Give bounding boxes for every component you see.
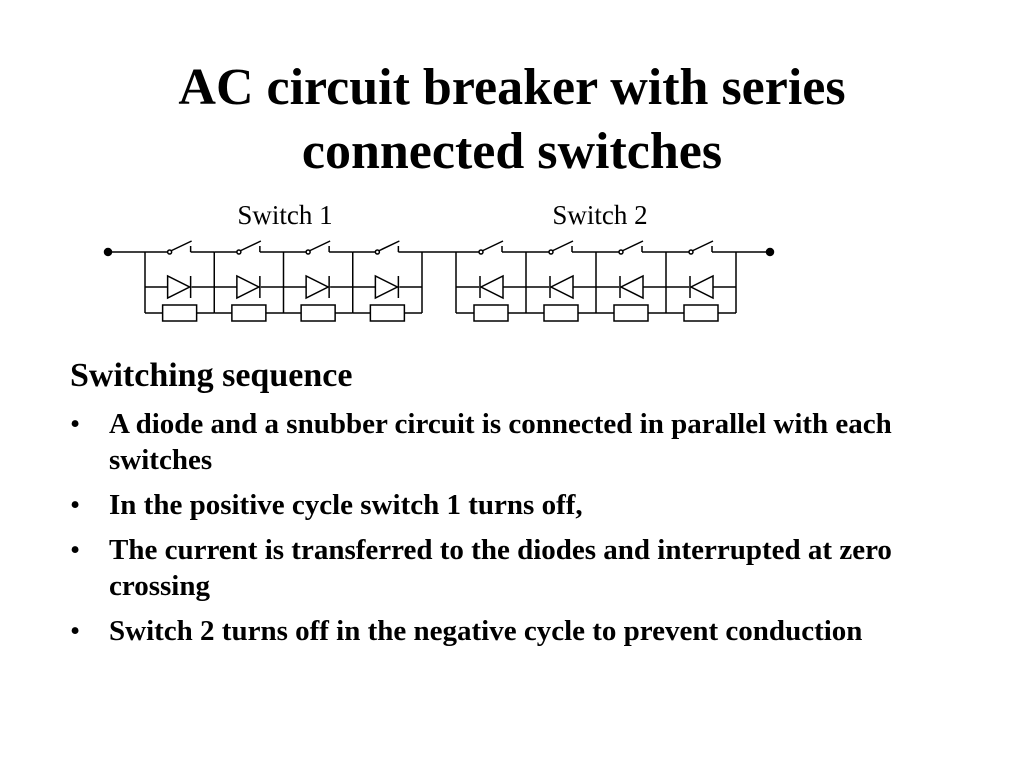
switch-2-contact-blade [621,240,644,252]
switch-2-contact-blade [551,240,574,252]
switch-2-diode-3 [619,274,644,300]
switch-2-contact-blade [691,240,714,252]
bullet-item-3: • The current is transferred to the diod… [70,532,970,604]
switch-2-diode-4 [689,274,714,300]
bullet-marker: • [70,534,81,566]
title-line-2: connected switches [301,123,723,180]
bullet-item-4: • Switch 2 turns off in the negative cyc… [70,613,970,649]
circuit-diagram-svg: Switch 1 Switch 2 [103,200,775,322]
circuit-diagram: Switch 1 Switch 2 [0,190,1024,330]
bullet-text: A diode and a snubber circuit is connect… [109,408,892,476]
bullet-marker: • [70,615,81,647]
bullet-text: The current is transferred to the diodes… [109,534,892,602]
switch-2-contact-blade [481,240,504,252]
bullet-text: In the positive cycle switch 1 turns off… [109,489,583,521]
switch-1-label: Switch 1 [237,200,332,230]
switch-1-contact-blade [239,240,262,252]
switch-2-label: Switch 2 [552,200,647,230]
switch-1-contact-blade [378,240,400,252]
switch-1-resistor-2 [231,304,267,322]
switch-2-resistor-3 [613,304,649,322]
switch-1-contact-blade [308,240,331,252]
title-line-1: AC circuit breaker with series [178,59,846,116]
switch-2-diode-1 [479,274,504,300]
bullet-item-1: • A diode and a snubber circuit is conne… [70,406,970,478]
switch-1-diode-1 [166,274,192,300]
switch-2-resistor-4 [683,304,719,322]
slide-title: AC circuit breaker with series connected… [0,56,1024,184]
switch-1-diode-3 [305,274,330,300]
switch-2-resistor-2 [543,304,579,322]
bullet-marker: • [70,489,81,521]
switch-2-resistor-1 [473,304,509,322]
bullet-text: Switch 2 turns off in the negative cycle… [109,615,863,647]
switch-1-resistor-3 [300,304,336,322]
section-heading: Switching sequence [70,357,353,394]
switch-1-diode-4 [374,274,400,300]
bullet-item-2: • In the positive cycle switch 1 turns o… [70,487,970,523]
bullet-list: • A diode and a snubber circuit is conne… [70,406,970,658]
switch-1-contact-blade [170,240,192,252]
bullet-marker: • [70,408,81,440]
switch-1-resistor-4 [369,304,406,322]
switch-2-diode-2 [549,274,574,300]
switch-1-resistor-1 [161,304,198,322]
switch-1-diode-2 [236,274,261,300]
